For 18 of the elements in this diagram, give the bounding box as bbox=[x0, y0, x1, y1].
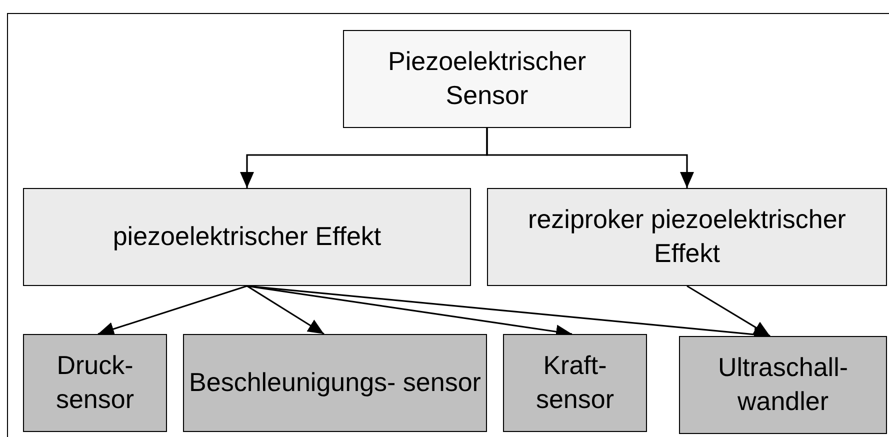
arrow bbox=[486, 128, 694, 188]
arrow bbox=[98, 285, 248, 336]
process-box bbox=[679, 336, 887, 434]
process-box bbox=[343, 30, 631, 128]
arrow bbox=[686, 285, 770, 337]
process-box bbox=[487, 188, 887, 286]
node-label: Kraft- sensor bbox=[534, 349, 616, 416]
node-label: reziproker piezoelektrischer Effekt bbox=[527, 203, 847, 270]
node-label: piezoelektrischer Effekt bbox=[112, 220, 382, 254]
process-box bbox=[23, 188, 471, 286]
process-box bbox=[503, 334, 647, 432]
process-box bbox=[23, 334, 167, 432]
node-label: Druck- sensor bbox=[54, 349, 136, 416]
node-label: Ultraschall- wandler bbox=[716, 351, 850, 418]
arrow bbox=[246, 285, 324, 335]
node-label: Piezoelektrischer Sensor bbox=[387, 45, 587, 112]
node-label: Beschleunigungs- sensor bbox=[188, 366, 482, 400]
process-box bbox=[183, 334, 487, 432]
